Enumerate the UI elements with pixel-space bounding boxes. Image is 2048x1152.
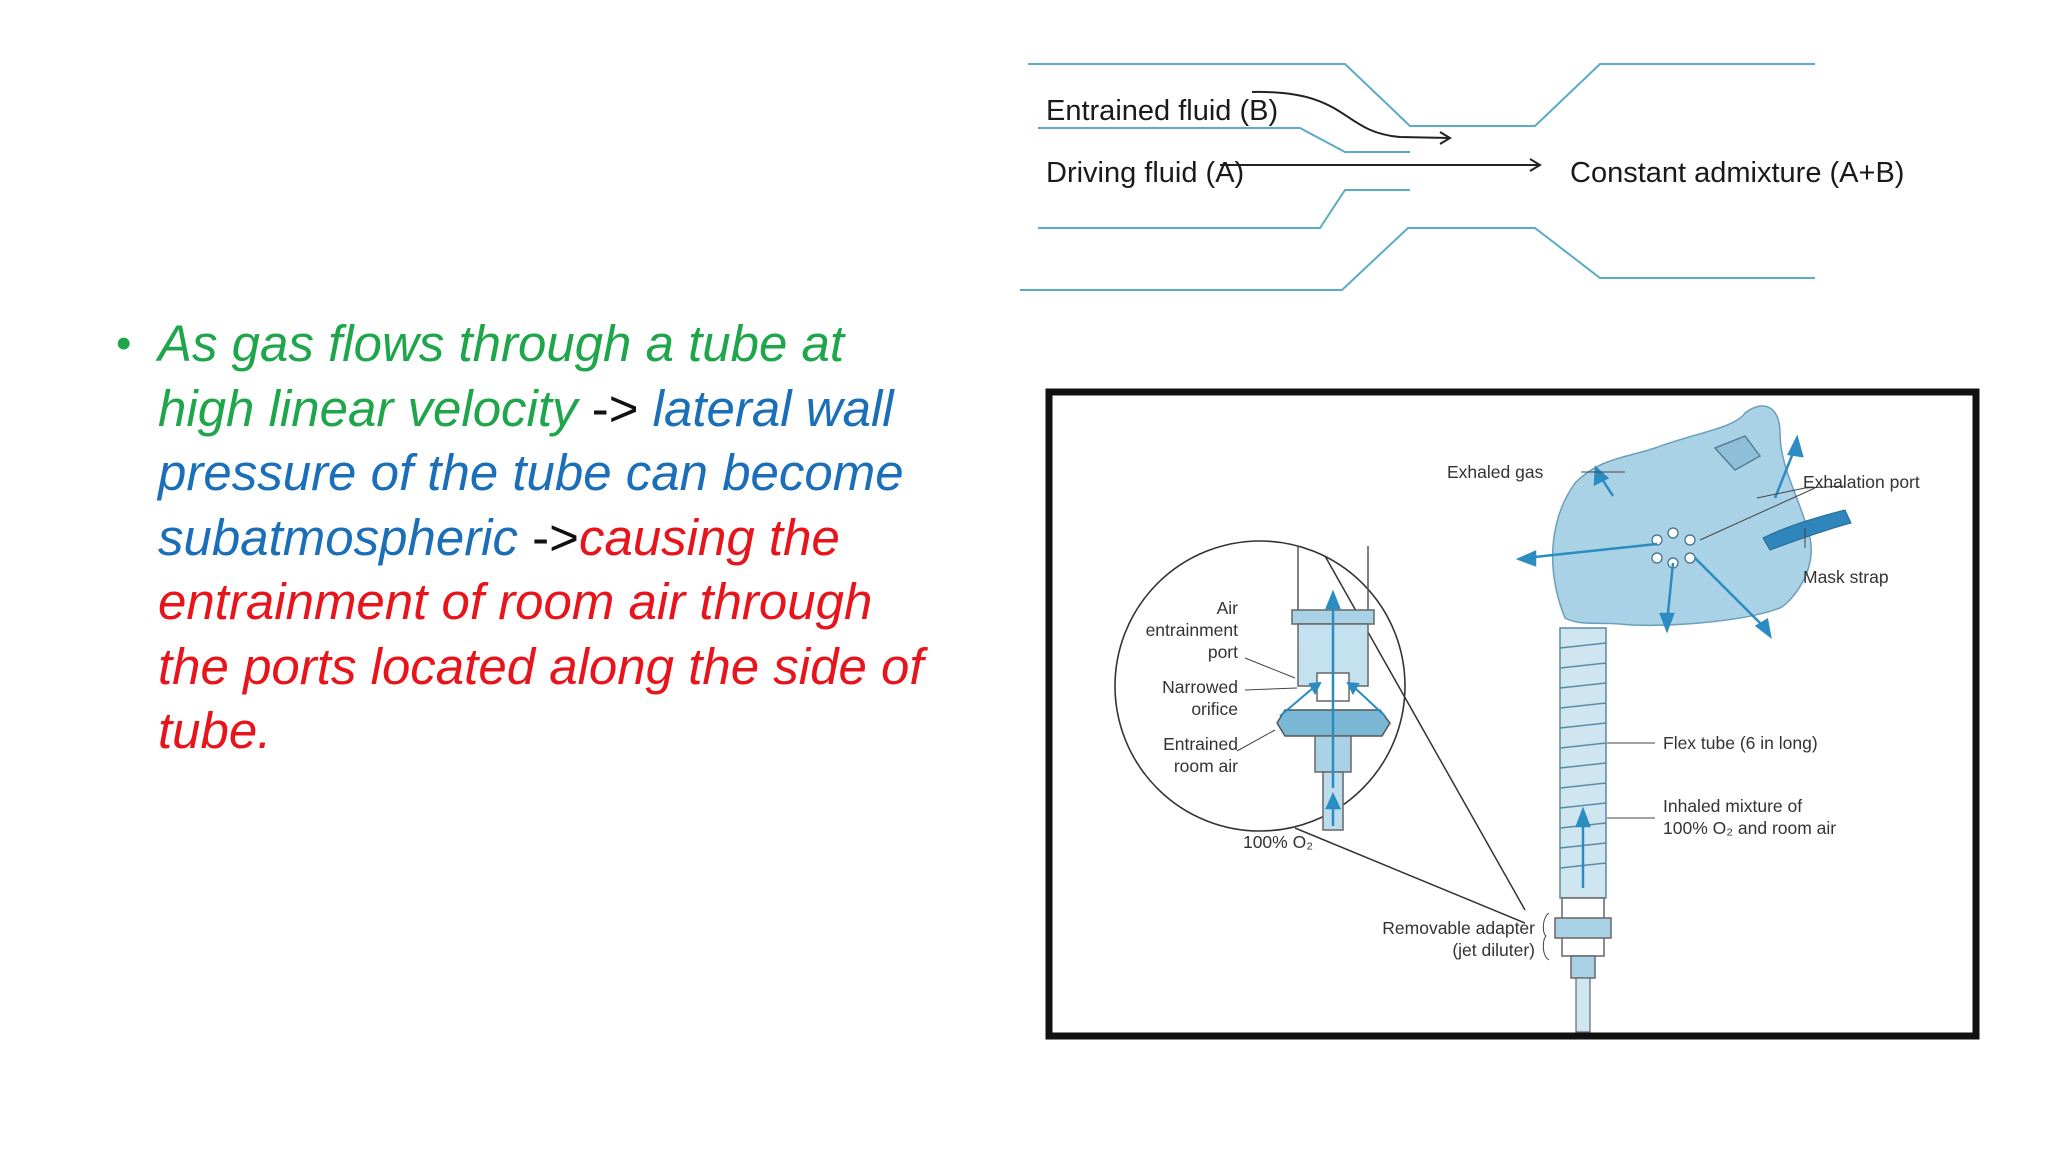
air-port-label-2: entrainment [1146,620,1239,640]
arrow-text-1: -> [577,379,653,437]
arrow-text-2: -> [518,508,579,566]
oxygen-label: 100% O₂ [1243,832,1313,852]
venturi-mask-figure: Exhaled gas Exhalation port Mask strap F… [1045,388,1980,1040]
entrained-air-label-1: Entrained [1163,734,1238,754]
entrained-fluid-label: Entrained fluid (B) [1046,95,1278,127]
bullet-part-1: As gas flows through a tube at high line… [158,315,845,437]
constant-admixture-label: Constant admixture (A+B) [1570,157,1904,189]
bullet-text: • As gas flows through a tube at high li… [116,312,948,764]
figure-frame [1045,388,1980,1040]
narrowed-orifice-label-1: Narrowed [1162,677,1238,697]
inhaled-mixture-label-2: 100% O₂ and room air [1663,818,1836,838]
air-port-label-3: port [1208,642,1238,662]
air-port-label-1: Air [1217,598,1239,618]
removable-adapter-label-2: (jet diluter) [1452,940,1535,960]
bullet-part-2: lateral wall pressure of the tube can be… [158,379,904,566]
driving-fluid-label: Driving fluid (A) [1046,157,1244,189]
exhalation-port-label: Exhalation port [1803,472,1920,492]
flex-tube-label: Flex tube (6 in long) [1663,733,1818,753]
exhaled-gas-label: Exhaled gas [1447,462,1544,482]
narrowed-orifice-label-2: orifice [1191,699,1238,719]
entrained-air-label-2: room air [1174,756,1238,776]
inhaled-mixture-label-1: Inhaled mixture of [1663,796,1802,816]
mask-strap-label: Mask strap [1803,567,1889,587]
bullet-part-3: causing the entrainment of room air thro… [158,508,924,760]
removable-adapter-label-1: Removable adapter [1382,918,1535,938]
bullet-dot-icon: • [116,319,132,368]
